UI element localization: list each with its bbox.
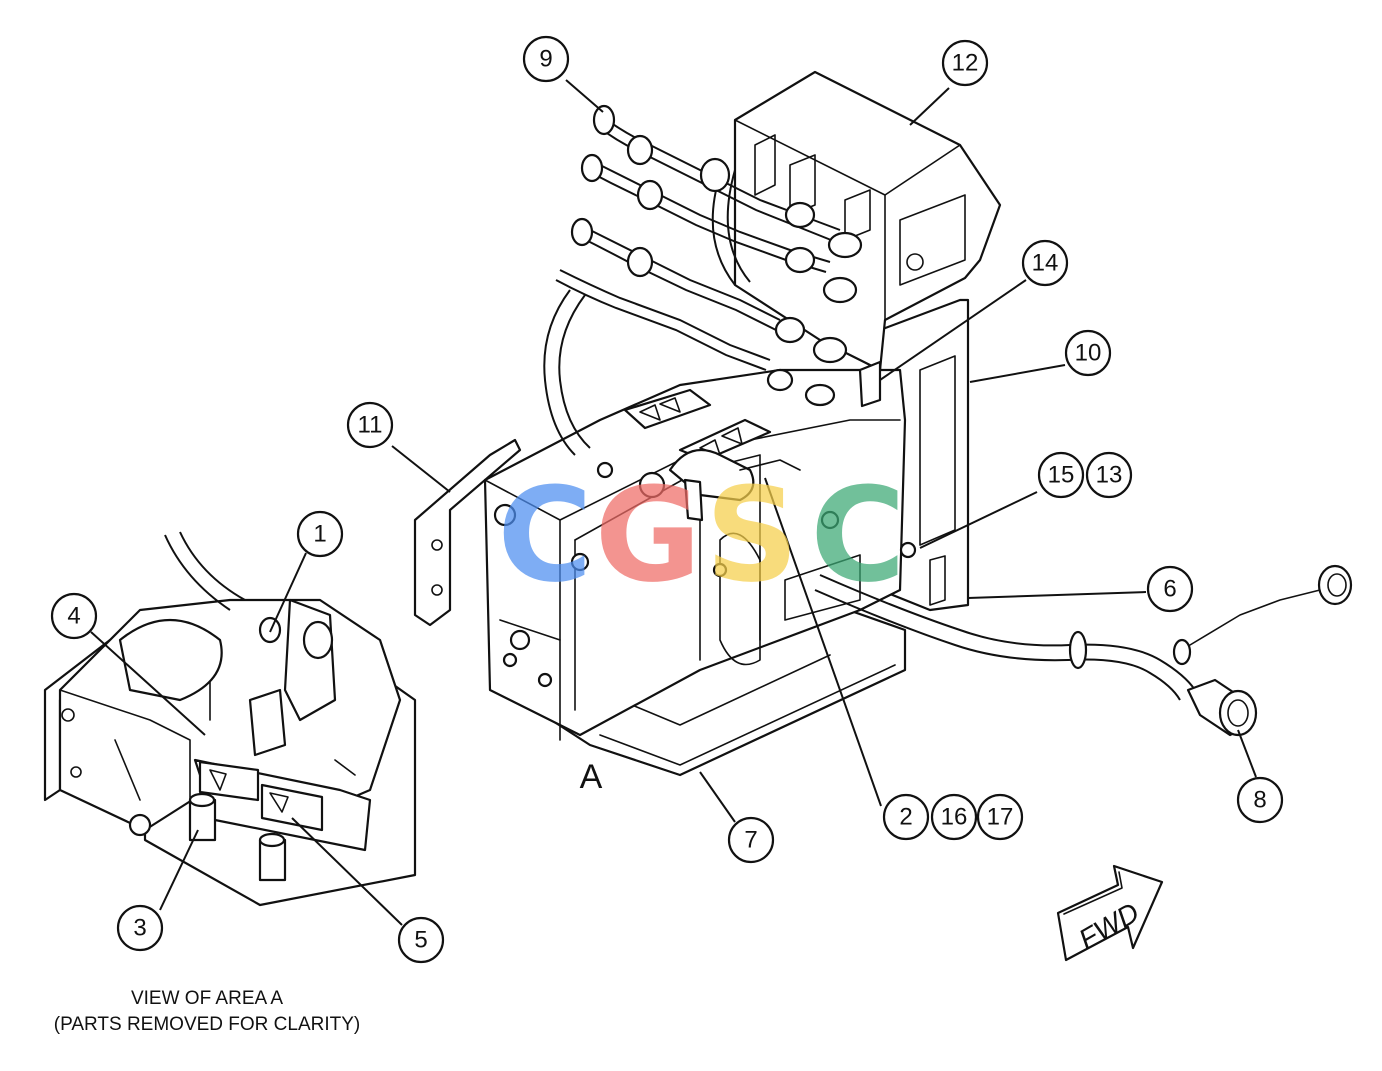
callout-3: 3 — [116, 904, 164, 952]
callout-label: 1 — [313, 521, 326, 548]
callout-8: 8 — [1236, 776, 1284, 824]
callout-label: 14 — [1032, 250, 1059, 277]
caption-line-1: VIEW OF AREA A — [131, 988, 283, 1009]
callout-label: 7 — [744, 827, 757, 854]
callout-label: 5 — [414, 927, 427, 954]
callout-5: 5 — [397, 916, 445, 964]
callout-1: 1 — [296, 510, 344, 558]
callout-label: 11 — [358, 412, 383, 439]
callout-10: 10 — [1064, 329, 1112, 377]
callout-6: 6 — [1146, 565, 1194, 613]
callout-label: 17 — [987, 804, 1014, 831]
caption-line-2: (PARTS REMOVED FOR CLARITY) — [54, 1014, 361, 1035]
callout-label: 9 — [539, 46, 552, 73]
callout-label: 15 — [1048, 462, 1075, 489]
detail-view-area-a — [43, 531, 417, 907]
callout-14: 14 — [1021, 239, 1069, 287]
area-label: A — [580, 758, 603, 796]
watermark-letter: C — [810, 459, 905, 611]
watermark-letter: G — [595, 459, 702, 611]
callout-label: 3 — [133, 915, 146, 942]
main-assembly — [413, 70, 1353, 777]
hose-fittings — [543, 104, 882, 456]
callout-15: 15 — [1037, 451, 1085, 499]
callout-label: 16 — [941, 804, 968, 831]
watermark: C G S C — [497, 459, 905, 611]
side-plate — [413, 438, 522, 627]
callout-label: 12 — [952, 50, 979, 77]
callout-16: 16 — [930, 793, 978, 841]
callout-2: 2 — [882, 793, 930, 841]
warning-decal — [623, 388, 712, 430]
callout-4: 4 — [50, 592, 98, 640]
valve-block — [483, 368, 907, 737]
callout-17: 17 — [976, 793, 1024, 841]
callout-12: 12 — [941, 39, 989, 87]
lever-pin — [668, 448, 755, 502]
watermark-letter: C — [497, 459, 592, 611]
callout-11: 11 — [346, 401, 394, 449]
callout-label: 8 — [1253, 787, 1266, 814]
leader-lines — [90, 79, 1257, 926]
callout-label: 6 — [1163, 576, 1176, 603]
callout-label: 2 — [899, 804, 912, 831]
callout-7: 7 — [727, 816, 775, 864]
fwd-arrow-icon — [1056, 864, 1164, 962]
fwd-arrow: FWD — [1056, 864, 1164, 962]
callout-label: 13 — [1096, 462, 1123, 489]
callout-label: 4 — [67, 603, 80, 630]
callout-9: 9 — [522, 35, 570, 83]
callout-label: 10 — [1075, 340, 1102, 367]
wiring-harness — [814, 564, 1353, 737]
callout-13: 13 — [1085, 451, 1133, 499]
watermark-letter: S — [705, 459, 799, 611]
